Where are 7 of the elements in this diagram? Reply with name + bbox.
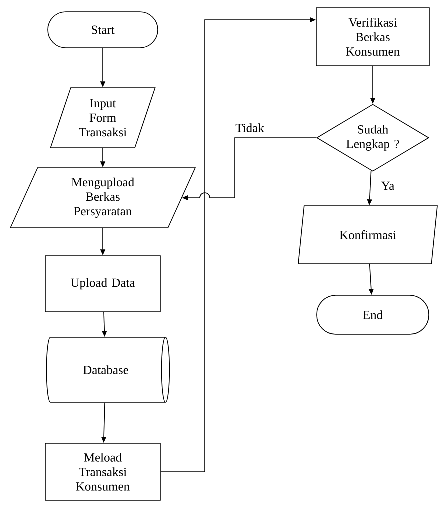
- database-cylinder: Database: [46, 337, 170, 403]
- process-box: Verifikasi Berkas Konsumen: [316, 8, 430, 66]
- input-output-parallelogram: Konfirmasi: [298, 206, 438, 264]
- process-box: Meload Transaksi Konsumen: [45, 443, 161, 501]
- process-box: Upload Data: [45, 256, 161, 312]
- input-output-parallelogram: Input Form Transaksi: [50, 88, 156, 148]
- edge-label: Tidak: [234, 122, 266, 134]
